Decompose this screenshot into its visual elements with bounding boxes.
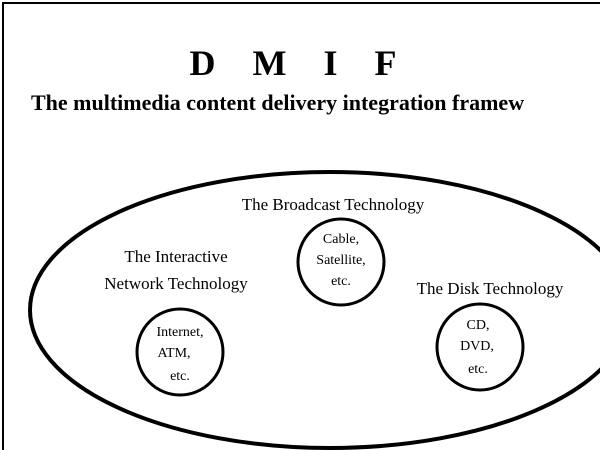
interactive-item: Internet, (156, 325, 203, 340)
outer-ellipse (28, 170, 600, 450)
slide-title: D M I F (189, 43, 411, 83)
disk-item: DVD, (460, 339, 494, 354)
broadcast-technology-label: The Broadcast Technology (242, 195, 425, 214)
disk-technology-label: The Disk Technology (417, 279, 564, 298)
interactive-circle (135, 307, 225, 397)
broadcast-circle (296, 217, 386, 307)
broadcast-item: Cable, (323, 232, 359, 247)
interactive-item: ATM, (157, 346, 190, 361)
broadcast-item: etc. (331, 274, 351, 289)
broadcast-item: Satellite, (316, 253, 365, 268)
disk-circle (435, 302, 525, 392)
disk-item: CD, (467, 318, 490, 333)
interactive-technology-label-line2: Network Technology (104, 274, 248, 293)
slide-subtitle: The multimedia content delivery integrat… (31, 90, 525, 115)
interactive-technology-label-line1: The Interactive (124, 247, 227, 266)
disk-item: etc. (468, 362, 488, 377)
interactive-item: etc. (170, 369, 190, 384)
